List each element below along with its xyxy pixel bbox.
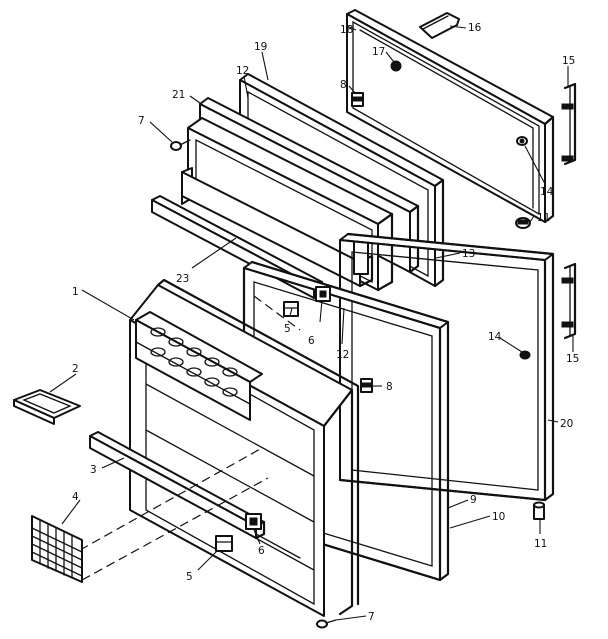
callout-4: 4 bbox=[72, 491, 79, 503]
callout-11-top: 11 bbox=[537, 212, 550, 224]
callout-21: 21 bbox=[172, 89, 185, 101]
callout-12-top: 12 bbox=[236, 65, 249, 77]
hole-cover-14-lower bbox=[519, 350, 531, 360]
callout-23: 23 bbox=[176, 273, 189, 285]
hole-cover-14-top bbox=[516, 136, 528, 146]
callout-1: 1 bbox=[72, 286, 79, 298]
callout-7-top: 7 bbox=[138, 115, 145, 127]
alignment-lines bbox=[79, 295, 301, 581]
callout-13: 13 bbox=[462, 248, 475, 260]
callout-labels: 18 16 17 8 15 19 12 21 7 14 11 13 23 1 5… bbox=[72, 22, 579, 623]
grid-panel-4 bbox=[31, 515, 83, 583]
bushing-8-lower bbox=[360, 378, 373, 393]
callout-20: 20 bbox=[560, 418, 573, 430]
callout-11-lower: 11 bbox=[534, 538, 547, 550]
shelf-bar-3 bbox=[89, 431, 266, 540]
callout-14-top: 14 bbox=[540, 186, 554, 198]
callout-3: 3 bbox=[90, 464, 97, 476]
callout-12-lower: 12 bbox=[336, 349, 349, 361]
callout-14-lower: 14 bbox=[488, 331, 502, 343]
callout-7-bottom: 7 bbox=[368, 611, 375, 623]
callout-18: 18 bbox=[340, 24, 353, 36]
leader-lines bbox=[49, 25, 574, 621]
callout-8-lower: 8 bbox=[386, 381, 393, 393]
callout-15-lower: 15 bbox=[566, 353, 579, 365]
handle-15-lower bbox=[561, 262, 577, 340]
clip-6-upper bbox=[315, 286, 331, 302]
callout-2: 2 bbox=[72, 363, 79, 375]
callout-5-lower: 5 bbox=[186, 571, 193, 583]
hinge-11-lower bbox=[533, 501, 545, 520]
clip-5-lower bbox=[215, 535, 233, 552]
plug-17 bbox=[390, 60, 402, 72]
hinge-11-top bbox=[515, 217, 531, 229]
callout-19: 19 bbox=[254, 41, 267, 53]
screw-7-top bbox=[170, 139, 191, 151]
bushing-8-top bbox=[351, 92, 364, 107]
callout-9: 9 bbox=[470, 494, 477, 506]
callout-8-top: 8 bbox=[340, 79, 347, 91]
callout-5-upper: 5 bbox=[284, 323, 291, 335]
handle-15-top bbox=[561, 82, 577, 166]
butter-tray-2 bbox=[13, 389, 81, 425]
egg-cups bbox=[150, 327, 238, 397]
screw-7-bottom bbox=[316, 619, 337, 629]
callout-6-upper: 6 bbox=[308, 335, 315, 347]
callout-17: 17 bbox=[372, 46, 385, 58]
clip-5-upper bbox=[283, 301, 299, 317]
callout-10: 10 bbox=[492, 511, 505, 523]
clip-6-lower bbox=[245, 513, 262, 530]
freezer-handle-16 bbox=[419, 12, 460, 39]
callout-6-lower: 6 bbox=[258, 545, 265, 557]
freezer-door-liner-box bbox=[181, 117, 394, 292]
callout-16: 16 bbox=[468, 22, 482, 34]
callout-15-top: 15 bbox=[562, 55, 575, 67]
